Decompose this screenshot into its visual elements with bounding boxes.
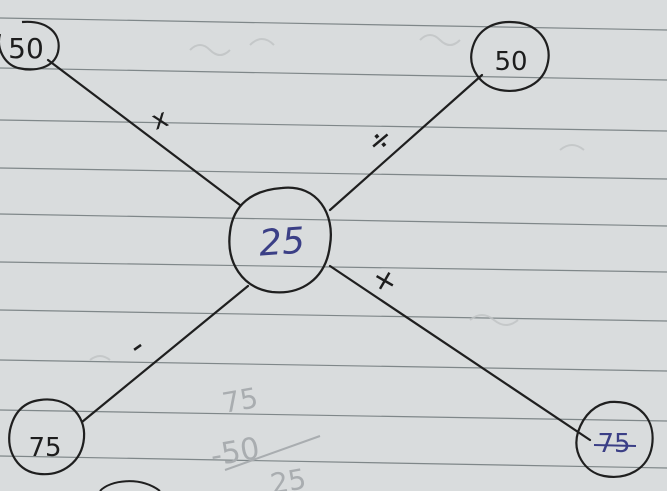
connector-lines bbox=[46, 58, 592, 442]
center-node: 25 bbox=[228, 186, 332, 294]
node-bottom-right-strike bbox=[593, 444, 637, 447]
node-top-left: 50 bbox=[0, 20, 60, 71]
edge-top-right bbox=[328, 73, 484, 212]
node-bottom-right-circle bbox=[575, 400, 654, 478]
node-bottom-right-label: 75 bbox=[597, 429, 630, 459]
partial-circle-bottom bbox=[99, 480, 161, 491]
edge-bottom-left bbox=[80, 284, 250, 424]
working-calculation: 75 -50 25 bbox=[208, 381, 321, 491]
rule-line bbox=[0, 67, 667, 81]
edge-top-left bbox=[46, 58, 242, 207]
faint-mark bbox=[189, 44, 231, 56]
node-bottom-left-label: 75 bbox=[28, 433, 61, 463]
faint-mark bbox=[419, 34, 461, 46]
faint-mark bbox=[559, 144, 585, 151]
rule-line bbox=[0, 17, 667, 31]
edge-bottom-right bbox=[328, 264, 592, 442]
rule-line bbox=[0, 359, 667, 372]
node-top-left-circle bbox=[0, 20, 60, 71]
faint-mark bbox=[469, 314, 519, 326]
node-bottom-left-circle bbox=[8, 398, 86, 476]
center-node-circle bbox=[228, 186, 332, 294]
faint-mark bbox=[249, 38, 275, 46]
node-bottom-left: 75 bbox=[8, 398, 86, 476]
node-top-right-label: 50 bbox=[494, 47, 527, 77]
bleed-through-marks bbox=[89, 34, 585, 361]
node-bottom-right: 75 bbox=[575, 400, 654, 478]
rule-line bbox=[0, 455, 667, 469]
working-line-3: 25 bbox=[268, 462, 309, 491]
center-node-label: 25 bbox=[258, 220, 307, 264]
node-top-left-label: 50 bbox=[8, 32, 44, 65]
rule-line bbox=[0, 309, 667, 322]
faint-mark bbox=[89, 355, 111, 361]
node-top-right-circle bbox=[470, 20, 550, 92]
node-top-right: 50 bbox=[470, 20, 550, 92]
rule-line bbox=[0, 213, 667, 227]
rule-line bbox=[0, 261, 667, 273]
working-line-1: 75 bbox=[220, 381, 261, 420]
working-underline bbox=[224, 435, 321, 471]
